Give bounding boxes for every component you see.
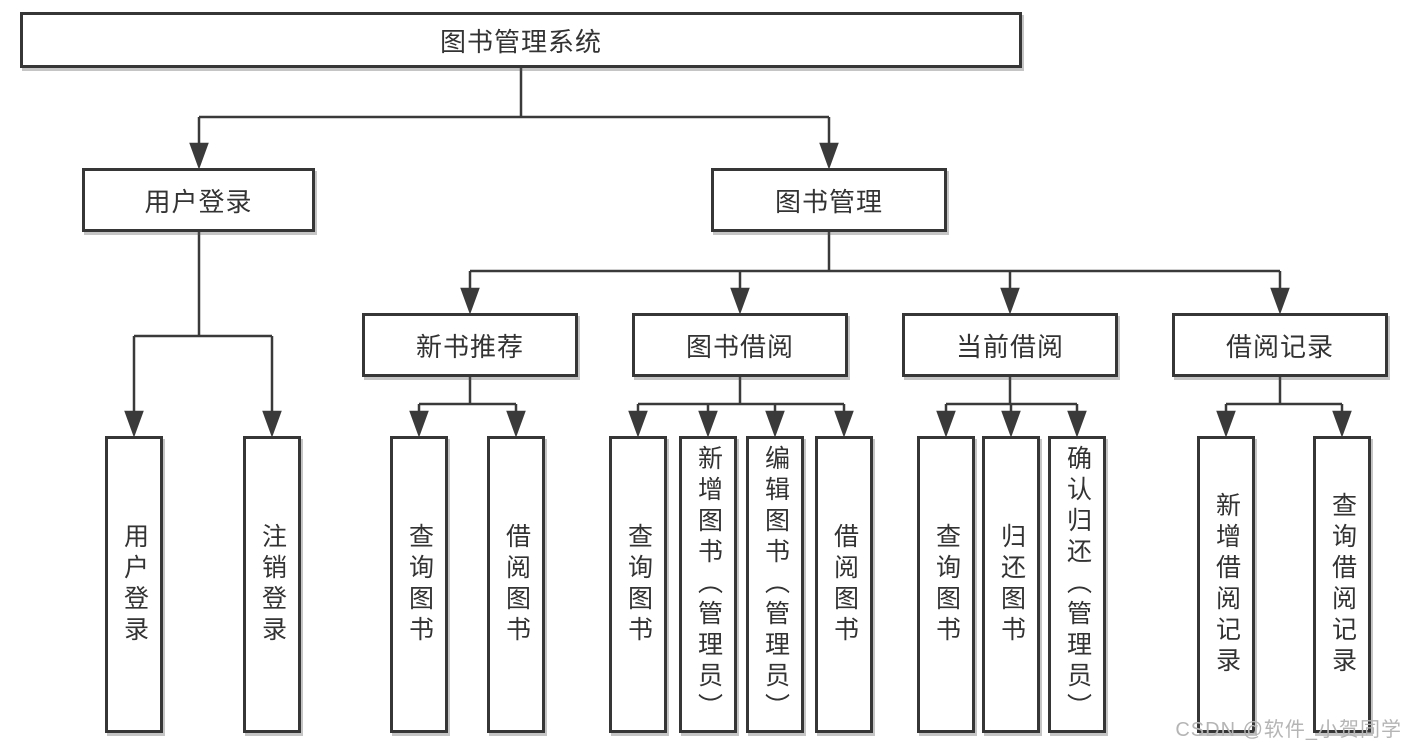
node-label: 图书管理 <box>774 186 883 217</box>
csdn-watermark: CSDN @软件_小贺同学 <box>1175 719 1402 741</box>
connector-current-borrow <box>936 377 1087 438</box>
node-user-login: 用户登录 <box>82 168 315 232</box>
connector-user-login <box>124 232 282 438</box>
node-book-borrow: 图书借阅 <box>632 313 848 377</box>
node-label: 查询图书 <box>932 522 961 647</box>
leaf-query-books-2: 查询图书 <box>609 436 667 733</box>
node-new-books: 新书推荐 <box>362 313 578 377</box>
node-label: 新书推荐 <box>415 331 524 362</box>
node-label: 图书借阅 <box>685 331 794 362</box>
leaf-query-books-1: 查询图书 <box>390 436 448 733</box>
node-label: 查询借阅记录 <box>1328 491 1357 678</box>
leaf-query-books-3: 查询图书 <box>917 436 975 733</box>
node-root-library-system: 图书管理系统 <box>20 12 1022 68</box>
connector-book-management <box>460 232 1290 315</box>
node-label: 借阅图书 <box>830 522 859 647</box>
node-label: 查询图书 <box>405 522 434 647</box>
leaf-borrow-books-1: 借阅图书 <box>487 436 545 733</box>
node-label: 新增图书（管理员） <box>694 445 723 724</box>
leaf-return-books: 归还图书 <box>982 436 1040 733</box>
node-label: 确认归还（管理员） <box>1063 445 1092 724</box>
node-current-borrow: 当前借阅 <box>902 313 1118 377</box>
connector-borrow-records <box>1216 377 1352 438</box>
node-book-management: 图书管理 <box>711 168 947 232</box>
leaf-logout: 注销登录 <box>243 436 301 733</box>
node-label: 归还图书 <box>997 522 1026 647</box>
node-label: 当前借阅 <box>955 331 1064 362</box>
node-label: 新增借阅记录 <box>1212 491 1241 678</box>
leaf-confirm-return-admin: 确认归还（管理员） <box>1048 436 1106 733</box>
leaf-add-borrow-record: 新增借阅记录 <box>1197 436 1255 733</box>
leaf-borrow-books-2: 借阅图书 <box>815 436 873 733</box>
leaf-add-books-admin: 新增图书（管理员） <box>679 436 737 733</box>
node-label: 查询图书 <box>624 522 653 647</box>
connector-root <box>189 68 839 170</box>
leaf-query-borrow-record: 查询借阅记录 <box>1313 436 1371 733</box>
node-label: 图书管理系统 <box>439 26 602 57</box>
node-borrow-records: 借阅记录 <box>1172 313 1388 377</box>
connector-book-borrow <box>628 377 854 438</box>
node-label: 借阅图书 <box>502 522 531 647</box>
node-label: 编辑图书（管理员） <box>761 445 790 724</box>
connector-new-books <box>409 377 526 438</box>
leaf-edit-books-admin: 编辑图书（管理员） <box>746 436 804 733</box>
node-label: 借阅记录 <box>1225 331 1334 362</box>
node-label: 用户登录 <box>144 186 253 217</box>
leaf-user-login: 用户登录 <box>105 436 163 733</box>
node-label: 注销登录 <box>258 522 287 647</box>
node-label: 用户登录 <box>120 522 149 647</box>
